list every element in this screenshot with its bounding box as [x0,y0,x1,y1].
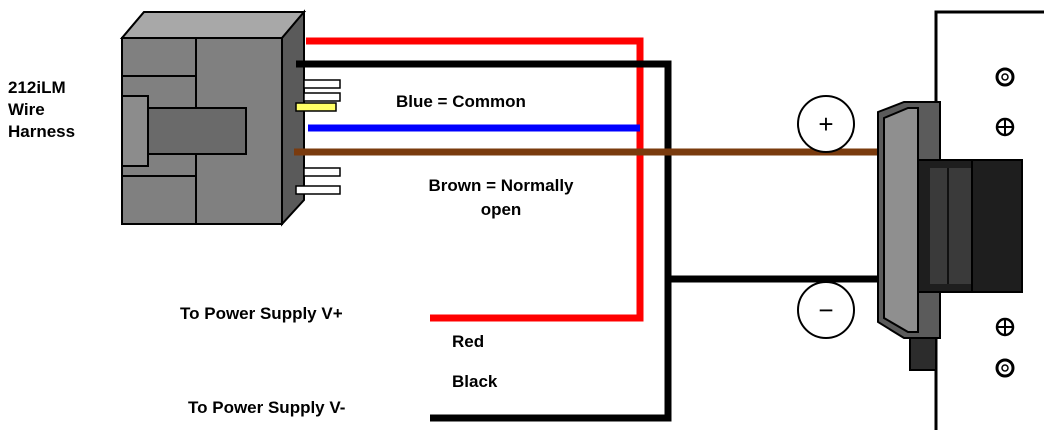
yellow-pin [295,102,337,112]
connector-pin [303,79,341,89]
red-wire-label: Red [452,332,485,351]
connector-pin [303,92,341,102]
brown-wire-label-line2: open [480,200,522,219]
wire-harness-connector [119,9,341,227]
positive-terminal: + [797,95,855,153]
black-wire-label: Black [452,372,498,391]
brown-wire-label-line1: Brown = Normally [428,176,574,195]
wires [294,37,878,422]
screw-icon [995,358,1015,378]
power-positive-label: To Power Supply V+ [180,304,343,323]
plus-symbol: + [818,109,833,139]
harness-title-line1: 212iLM [8,78,66,97]
negative-terminal: − [797,281,855,339]
connector-pin [303,167,341,177]
power-negative-label: To Power Supply V- [188,398,346,417]
red-wire [306,37,644,322]
phillips-screw-icon [995,317,1015,337]
harness-title-line2: Wire [8,100,45,119]
harness-title-line3: Harness [8,122,76,141]
black-wire [296,60,672,422]
screw-icon [995,67,1015,87]
connector-pin [295,185,341,195]
electric-strike [877,101,1023,371]
minus-symbol: − [818,295,833,325]
phillips-screw-icon [995,117,1015,137]
blue-wire-label: Blue = Common [396,92,526,111]
